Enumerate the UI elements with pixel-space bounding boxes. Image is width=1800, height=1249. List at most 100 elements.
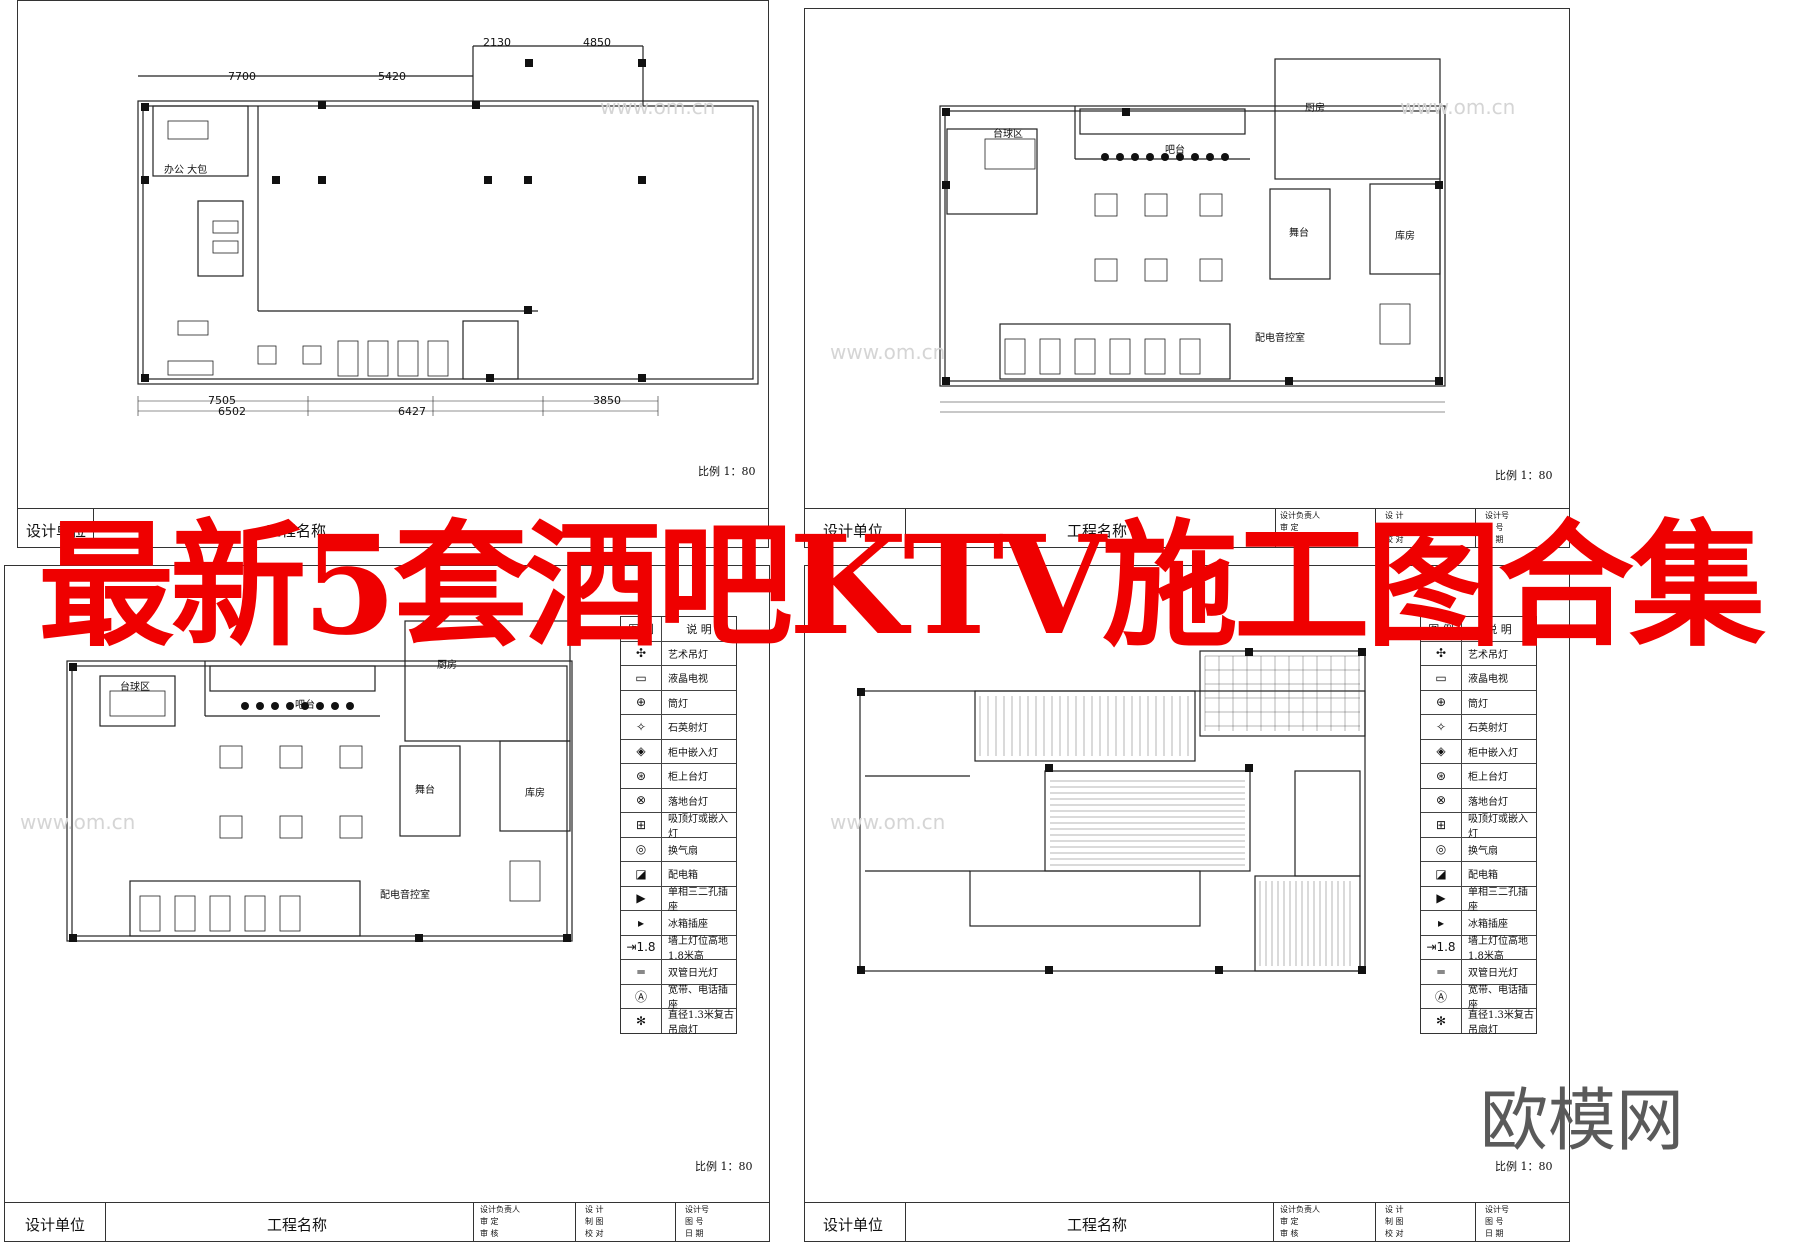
- scale-label: 比例 1：80: [698, 465, 756, 478]
- tb-cell-0: 设计负责人: [1280, 1205, 1320, 1214]
- tb-cell-3: 设 计: [1385, 511, 1404, 520]
- legend-desc: 配电箱: [1468, 870, 1498, 882]
- floor-plan-1: [137, 45, 759, 416]
- legend-desc: 配电箱: [668, 870, 698, 882]
- legend-desc: 换气扇: [1468, 845, 1498, 857]
- room-switch: 配电音控室: [380, 890, 430, 901]
- tb-cell-6: 设计号: [1485, 1205, 1509, 1214]
- legend-desc: 筒灯: [1468, 698, 1488, 710]
- legend-desc: 筒灯: [668, 698, 688, 710]
- drawing-sheet-3: 台球区 吧台 舞台 厨房 库房 配电音控室 图 例 说 明 ✣艺术吊灯▭液晶电视…: [4, 565, 770, 1242]
- legend-desc: 柜上台灯: [1468, 772, 1508, 784]
- legend-symbol-icon: ▭: [621, 666, 662, 690]
- legend-symbol-icon: ⇥1.8: [621, 935, 662, 959]
- watermark: www.om.cn: [1400, 95, 1516, 119]
- legend-symbol-icon: ✧: [621, 715, 662, 739]
- legend-symbol-icon: ◪: [1421, 862, 1462, 886]
- title-block: 设计单位 工程名称 设计负责人 审 定 审 核 设 计 制 图 校 对 设计号 …: [805, 1202, 1569, 1241]
- columns: [141, 59, 646, 382]
- ceiling-grid: [979, 655, 1360, 966]
- legend-row: ▶单相三二孔插座: [1421, 886, 1536, 913]
- legend-row: ▭ 液晶电视: [1421, 666, 1536, 691]
- legend-row: ✻直径1.3米复古吊扇灯: [1421, 1009, 1536, 1036]
- room-storage: 库房: [1395, 231, 1415, 242]
- project-name-label: 工程名称: [266, 522, 327, 540]
- legend-symbol-icon: ⊕: [1421, 690, 1462, 714]
- scale-label: 比例 1：80: [1495, 1160, 1553, 1173]
- legend-desc: 单相三二孔插座: [668, 887, 728, 914]
- tb-cell-3: 设 计: [1385, 1205, 1404, 1214]
- legend-symbol-icon: ⇥1.8: [1421, 935, 1462, 959]
- legend-desc: 宽带、电话插座: [668, 985, 728, 1012]
- project-name-label: 工程名称: [1067, 522, 1128, 540]
- dim-top-3: 2130: [483, 36, 511, 49]
- legend-symbol-icon: Ⓐ: [621, 984, 662, 1008]
- legend-symbol-icon: ⊗: [1421, 788, 1462, 812]
- legend-row: ✣艺术吊灯: [621, 641, 736, 666]
- legend-row: ⊗ 落地台灯: [621, 788, 736, 813]
- legend-symbol-icon: ✣: [1421, 641, 1462, 665]
- dim-bottom-1: 7505: [208, 394, 236, 407]
- legend-desc: 换气扇: [668, 845, 698, 857]
- tb-cell-3: 设 计: [585, 1205, 604, 1214]
- legend-symbol-icon: ◈: [1421, 739, 1462, 763]
- legend-symbol-icon: ═: [621, 960, 662, 984]
- tb-cell-8: 日 期: [685, 1229, 704, 1238]
- tb-cell-2: 审 核: [480, 1229, 499, 1238]
- legend-desc: 落地台灯: [1468, 796, 1508, 808]
- legend-row: ⊛柜上台灯: [1421, 764, 1536, 789]
- watermark: www.om.cn: [830, 340, 946, 364]
- legend-row: ⊗ 落地台灯: [1421, 788, 1536, 813]
- legend-desc: 液晶电视: [668, 674, 708, 686]
- scale-label: 比例 1：80: [1495, 469, 1553, 482]
- legend-desc: 墙上灯位高地1.8米高: [668, 936, 728, 963]
- legend-header: 图 例 说 明: [621, 617, 736, 642]
- tb-cell-8: 日 期: [1485, 535, 1504, 544]
- legend-symbol-icon: ⊗: [621, 788, 662, 812]
- scale-label: 比例 1：80: [695, 1160, 753, 1173]
- legend-desc: 液晶电视: [1468, 674, 1508, 686]
- tb-cell-6: 设计号: [1485, 511, 1509, 520]
- legend-desc: 艺术吊灯: [668, 649, 708, 661]
- legend-symbol-icon: ✻: [621, 1009, 662, 1033]
- tb-cell-0: 设计负责人: [480, 1205, 520, 1214]
- dim-top-2: 5420: [378, 70, 406, 83]
- floor-plan-3: [66, 620, 573, 942]
- legend-desc: 柜上台灯: [668, 772, 708, 784]
- legend-header: 图 例 说 明: [1421, 617, 1536, 642]
- tb-cell-7: 图 号: [685, 1217, 704, 1226]
- legend-symbol-icon: ⊛: [621, 764, 662, 788]
- legend-desc: 冰箱插座: [1468, 919, 1508, 931]
- drawing-sheet-4: 图 例 说 明 ✣艺术吊灯▭液晶电视⊕筒灯✧石英射灯◈柜中嵌入灯⊛柜上台灯⊗落地…: [804, 565, 1570, 1242]
- legend-row: ⊛ 柜上台灯: [621, 764, 736, 789]
- legend-desc: 直径1.3米复古吊扇灯: [1468, 1009, 1534, 1036]
- tb-cell-4: 制 图: [1385, 523, 1404, 532]
- legend-desc: 单相三二孔插座: [1468, 887, 1528, 914]
- dim-top-1: 7700: [228, 70, 256, 83]
- tb-cell-2: 审 核: [1280, 1229, 1299, 1238]
- headline-banner: 最新5套酒吧KTV施工图合集: [38, 506, 1766, 666]
- legend-desc: 吸顶灯或嵌入灯: [668, 813, 728, 840]
- legend-desc: 直径1.3米复古吊扇灯: [668, 1009, 734, 1036]
- legend-symbol-icon: ▭: [1421, 666, 1462, 690]
- title-block: 设计单位 工程名称 设计负责人 审 定 审 核 设 计 制 图 校 对 设计号 …: [5, 1202, 769, 1241]
- tb-cell-2: 审 核: [1280, 535, 1299, 544]
- tb-cell-5: 校 对: [1385, 535, 1404, 544]
- legend-row: ◪ 配电箱: [1421, 862, 1536, 887]
- tb-cell-0: 设计负责人: [1280, 511, 1320, 520]
- dim-top-4: 4850: [583, 36, 611, 49]
- legend-row: ═双管日光灯: [1421, 960, 1536, 985]
- legend-row: ◪配电箱: [621, 862, 736, 887]
- brand-logo: 欧模网: [1480, 1082, 1685, 1161]
- legend-desc: 吸顶灯或嵌入灯: [1468, 813, 1528, 840]
- legend-row: ◈柜中嵌入灯: [621, 739, 736, 764]
- drawing-sheet-1: 7700 5420 2130 4850 7505 6502 6427 3850 …: [17, 0, 769, 548]
- legend-desc: 冰箱插座: [668, 919, 708, 931]
- legend-row: ▭ 液晶电视: [621, 666, 736, 691]
- legend-desc: 落地台灯: [668, 796, 708, 808]
- design-unit-label: 设计单位: [823, 1216, 884, 1234]
- legend-symbol-icon: ✧: [1421, 715, 1462, 739]
- room-bar: 吧台: [295, 700, 315, 711]
